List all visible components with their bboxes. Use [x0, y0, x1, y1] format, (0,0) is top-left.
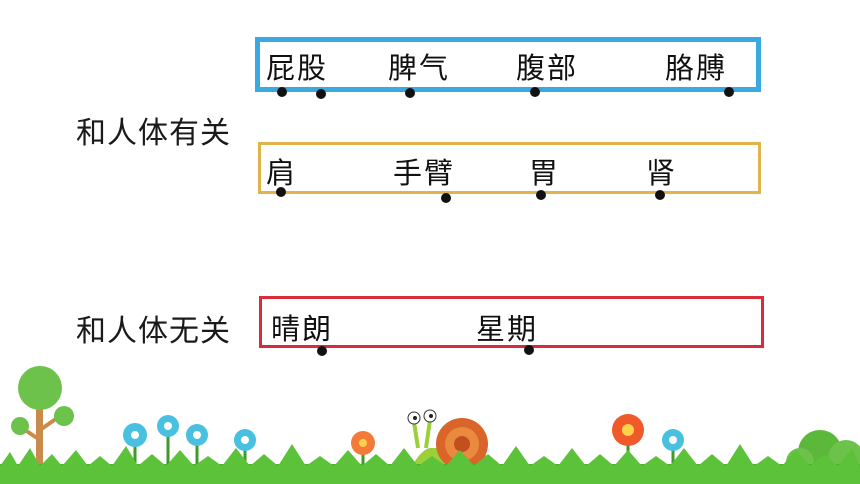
dot-marker: [317, 346, 327, 356]
word-pigu: 屁股: [266, 51, 329, 85]
group-label-unrelated: 和人体无关: [76, 314, 231, 349]
dot-marker: [536, 190, 546, 200]
word-jian: 肩: [266, 156, 298, 190]
dot-marker: [316, 89, 326, 99]
word-xingqi: 星期: [476, 312, 539, 346]
word-box-blue: [255, 37, 761, 92]
garden-scene: [0, 366, 860, 484]
dot-marker: [405, 88, 415, 98]
dot-marker: [524, 345, 534, 355]
word-box-red: [259, 296, 764, 348]
word-box-gold: [258, 142, 761, 194]
word-gebo: 胳膊: [665, 51, 728, 85]
dot-marker: [441, 193, 451, 203]
tree-icon: [11, 366, 74, 470]
word-shoubi: 手臂: [393, 156, 456, 190]
group-label-related: 和人体有关: [76, 116, 231, 151]
word-wei: 胃: [529, 156, 561, 190]
word-piqi: 脾气: [388, 51, 451, 85]
dot-marker: [724, 87, 734, 97]
snail-icon: [407, 409, 492, 470]
word-fubu: 腹部: [516, 51, 579, 85]
word-qinglang: 晴朗: [271, 312, 334, 346]
dot-marker: [276, 187, 286, 197]
word-shen: 肾: [646, 156, 678, 190]
dot-marker: [530, 87, 540, 97]
dot-marker: [655, 190, 665, 200]
dot-marker: [277, 87, 287, 97]
flower-icon: [123, 414, 684, 470]
grass-icon: [0, 444, 860, 484]
